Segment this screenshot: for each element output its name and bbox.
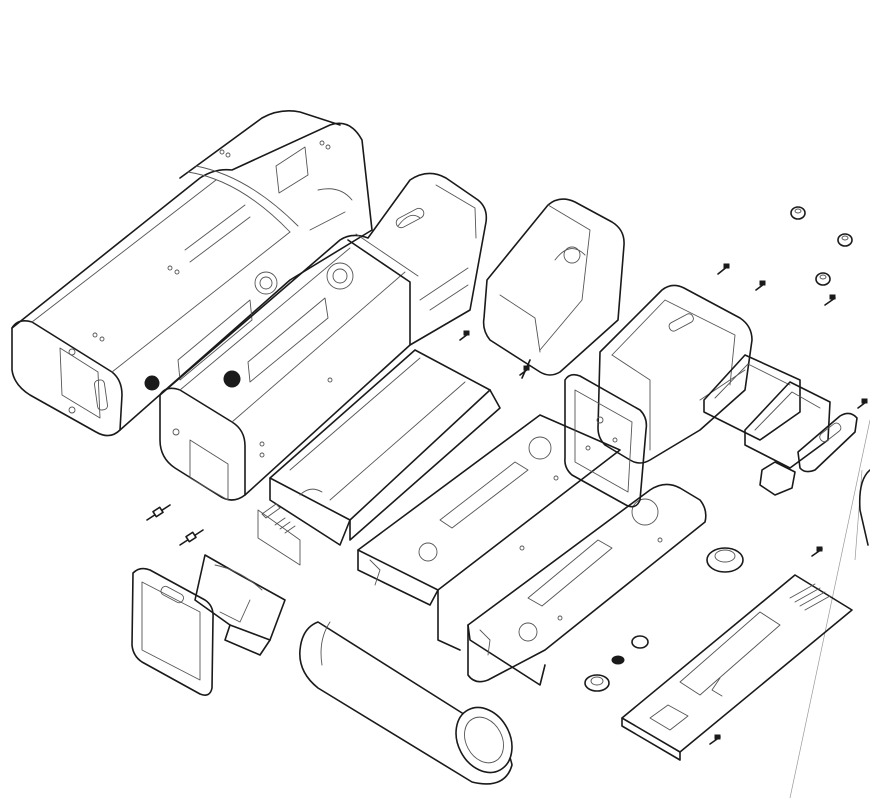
top-cap-frame [482,198,625,379]
door-hinge-bracket [194,554,286,656]
rear-housing-assembled [11,110,373,437]
guide-lines [789,419,870,798]
nuts [790,206,853,286]
outer-face-plate [467,483,707,686]
front-housing-assembled [159,172,488,501]
battery-sled [257,349,501,566]
pcb-board [621,574,853,761]
partial-part-right-edge [858,469,870,546]
battery-cell [299,621,513,785]
o-ring [584,635,649,692]
screws [459,263,868,745]
pins [146,504,204,546]
side-frame [564,373,648,508]
fire-button [706,547,744,573]
battery-door [131,567,214,696]
end-frame-right [703,354,858,496]
inner-chassis-plate [357,414,621,651]
side-frame [597,284,753,464]
